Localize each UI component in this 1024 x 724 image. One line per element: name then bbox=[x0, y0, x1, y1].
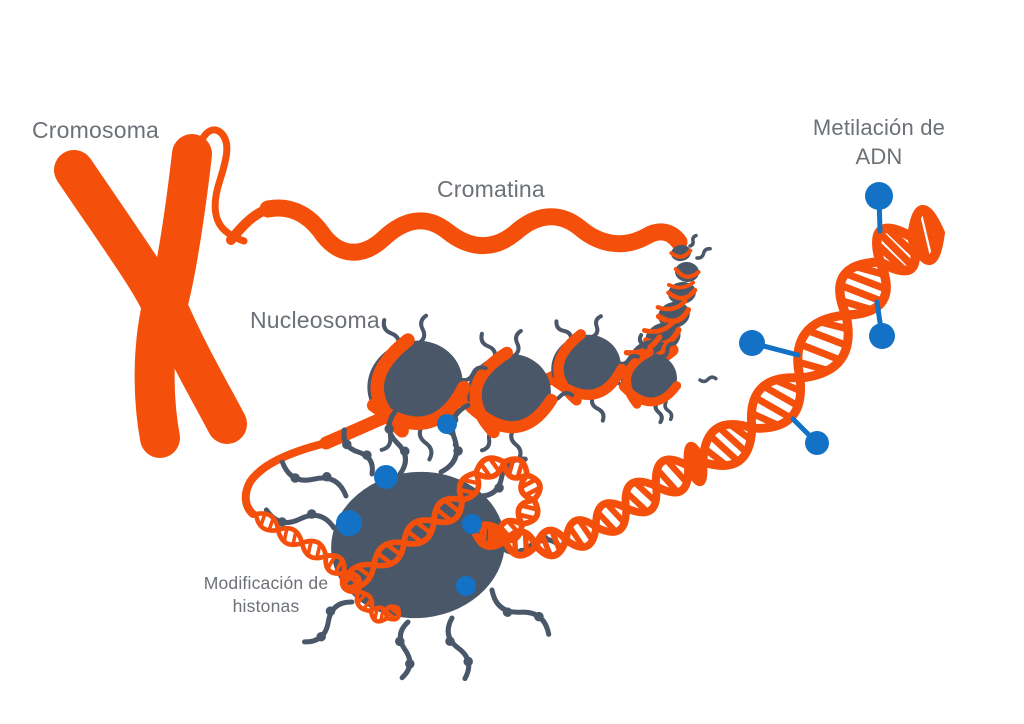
modification-dot-icon bbox=[462, 514, 482, 534]
methyl-group-pins bbox=[739, 182, 895, 455]
dna-methylation-label: Metilación de ADN bbox=[812, 115, 946, 169]
methyl-group-pin-icon bbox=[869, 299, 895, 349]
methyl-group-pin-icon bbox=[790, 416, 829, 455]
dna-double-helix bbox=[253, 205, 945, 624]
modification-dot-icon bbox=[456, 576, 476, 596]
nucleosome-bead bbox=[618, 333, 682, 425]
nucleosome-chain bbox=[366, 313, 682, 462]
chromosome-label: Cromosoma bbox=[32, 117, 160, 143]
modification-dot-icon bbox=[374, 465, 398, 489]
nucleosome-label: Nucleosoma bbox=[250, 307, 380, 333]
modification-dot-icon bbox=[437, 414, 457, 434]
chromatin-fiber-icon bbox=[226, 199, 688, 261]
chromatin-label: Cromatina bbox=[437, 176, 545, 202]
methyl-group-pin-icon bbox=[865, 182, 893, 234]
histone-modification-dots bbox=[336, 414, 482, 596]
histone-modification-label: Modificación de histonas bbox=[203, 573, 329, 616]
nucleosome-bead bbox=[465, 328, 575, 462]
nucleosome-bead bbox=[366, 313, 488, 462]
methyl-group-pin-icon bbox=[739, 330, 801, 358]
chromosome-icon bbox=[54, 126, 248, 458]
modification-dot-icon bbox=[336, 510, 362, 536]
